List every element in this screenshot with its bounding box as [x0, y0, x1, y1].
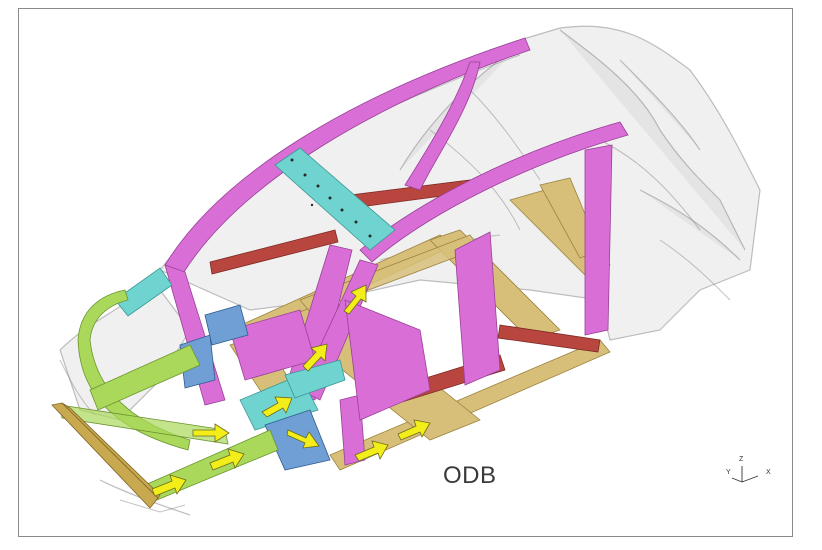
arrow-icon [209, 448, 245, 471]
load-path-arrows [151, 284, 431, 497]
axis-y-label: Y [726, 469, 731, 476]
magenta-side-frame [164, 37, 629, 466]
arrow-icon [397, 419, 431, 441]
arrow-icon [151, 474, 187, 497]
arrow-icon [354, 440, 389, 462]
arrow-icon [192, 423, 230, 443]
axis-triad-icon [731, 466, 759, 483]
arrow-icon [261, 396, 293, 418]
front-bumper-beam [51, 402, 161, 509]
axis-z-label: Z [739, 456, 744, 463]
arrow-icon [302, 343, 328, 372]
arrow-icon [286, 429, 320, 449]
axis-x-label: X [766, 469, 771, 476]
axis-triad: Z Y X [724, 456, 780, 492]
load-case-caption: ODB [443, 462, 497, 489]
arrow-icon [343, 284, 367, 315]
pillar-holes [290, 158, 372, 238]
